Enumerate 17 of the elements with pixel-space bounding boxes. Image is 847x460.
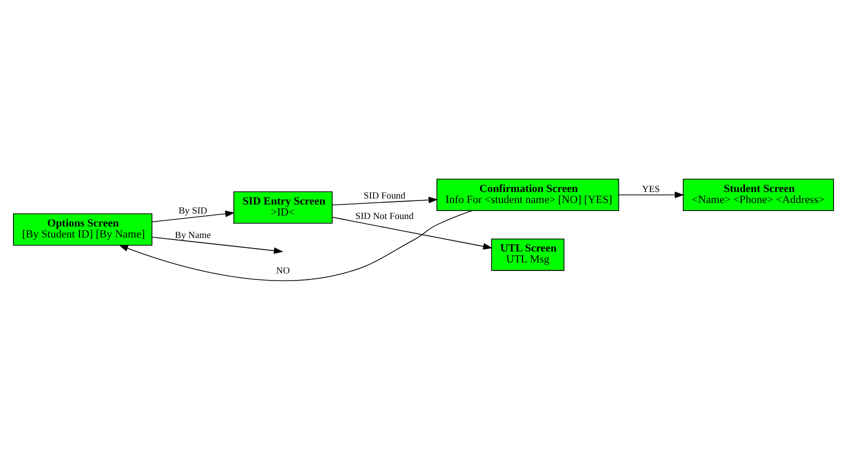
edge-label: YES bbox=[642, 185, 660, 196]
edge-label: By Name bbox=[174, 230, 211, 241]
arrow bbox=[118, 210, 472, 282]
arrow bbox=[332, 196, 438, 206]
node-box: UTL Screen UTL Msg bbox=[491, 238, 564, 271]
edge-label: SID Not Found bbox=[355, 212, 414, 222]
edge-label: By SID bbox=[178, 206, 208, 216]
arrow bbox=[332, 216, 493, 250]
edge-label: SID Found bbox=[364, 192, 406, 202]
arrow bbox=[152, 210, 235, 222]
arrow bbox=[618, 192, 684, 198]
node-box: SID Entry Screen >ID< bbox=[233, 191, 333, 224]
node-box: Student Screen <Name> <Phone> <Address> bbox=[682, 178, 834, 212]
edge-label: NO bbox=[276, 266, 290, 276]
node-box: Confirmation Screen Info For <student name> [NO] [YES] bbox=[436, 178, 620, 212]
arrow bbox=[152, 236, 284, 254]
node-box: Options Screen [By Student ID] [By Name] bbox=[13, 213, 152, 246]
